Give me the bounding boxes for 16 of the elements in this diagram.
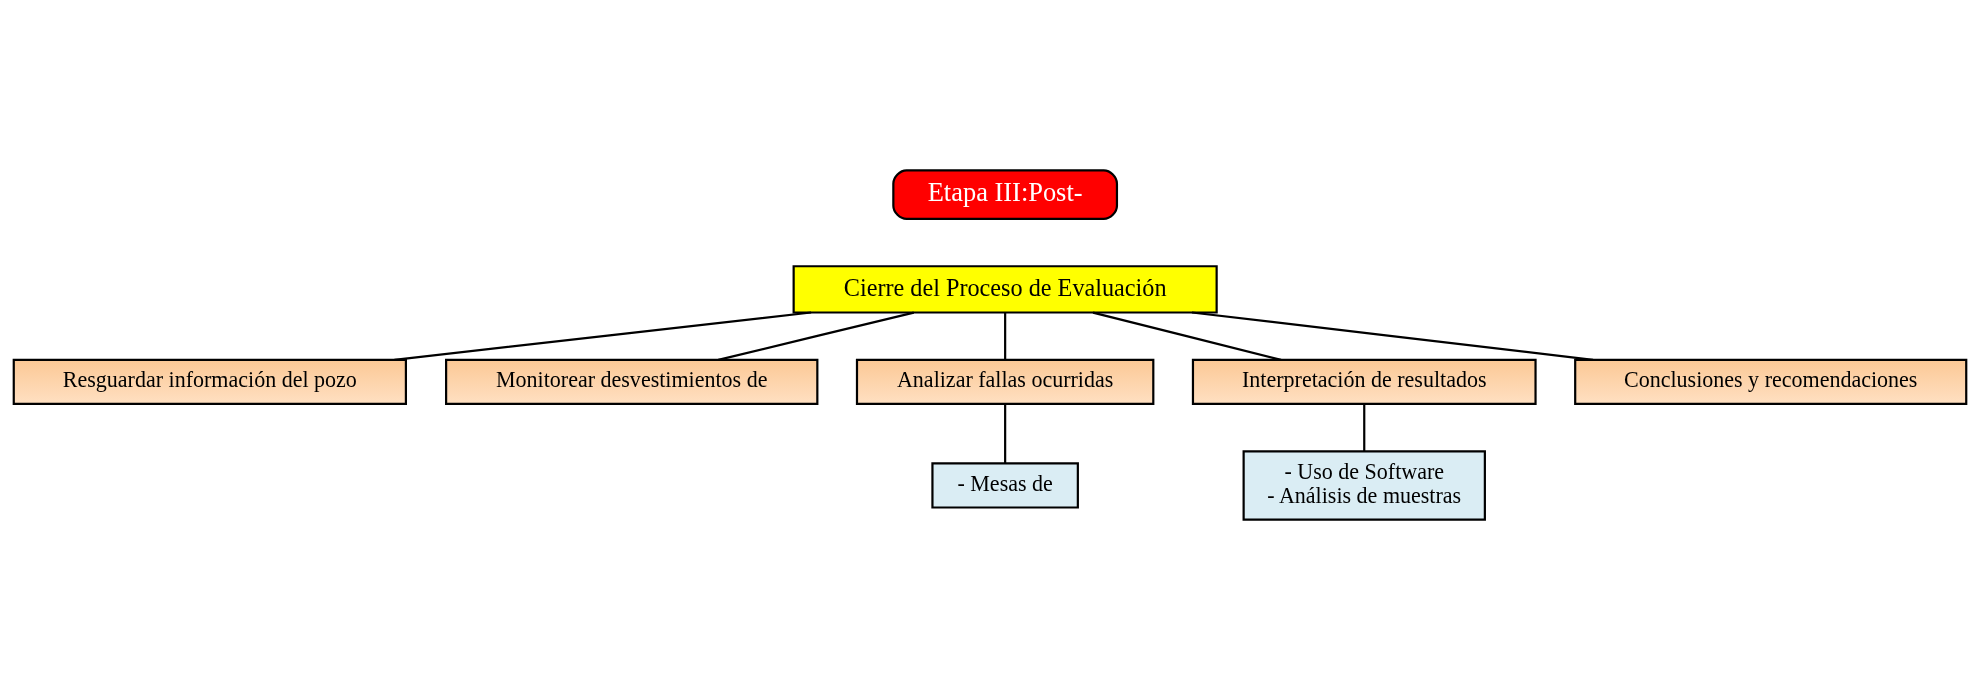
connector: [394, 310, 812, 361]
node-box: - Uso de Software - Análisis de muestras: [1242, 449, 1486, 521]
connector: [1092, 311, 1282, 361]
connector: [1004, 403, 1007, 463]
node-box: Cierre del Proceso de Evaluación: [792, 264, 1218, 314]
connector: [1004, 312, 1007, 360]
node-box: Interpretación de resultados: [1191, 358, 1537, 405]
node-box: Etapa III:Post-: [892, 168, 1119, 220]
node-box: Conclusiones y recomendaciones: [1574, 358, 1968, 405]
connector: [1363, 403, 1366, 451]
connector: [718, 311, 915, 361]
node-box: Resguardar información del pozo: [12, 358, 407, 405]
node-box: Monitorear desvestimientos de: [445, 358, 819, 405]
node-box: - Mesas de: [931, 461, 1079, 509]
node-box: Analizar fallas ocurridas: [855, 358, 1155, 405]
connector: [1191, 310, 1594, 361]
